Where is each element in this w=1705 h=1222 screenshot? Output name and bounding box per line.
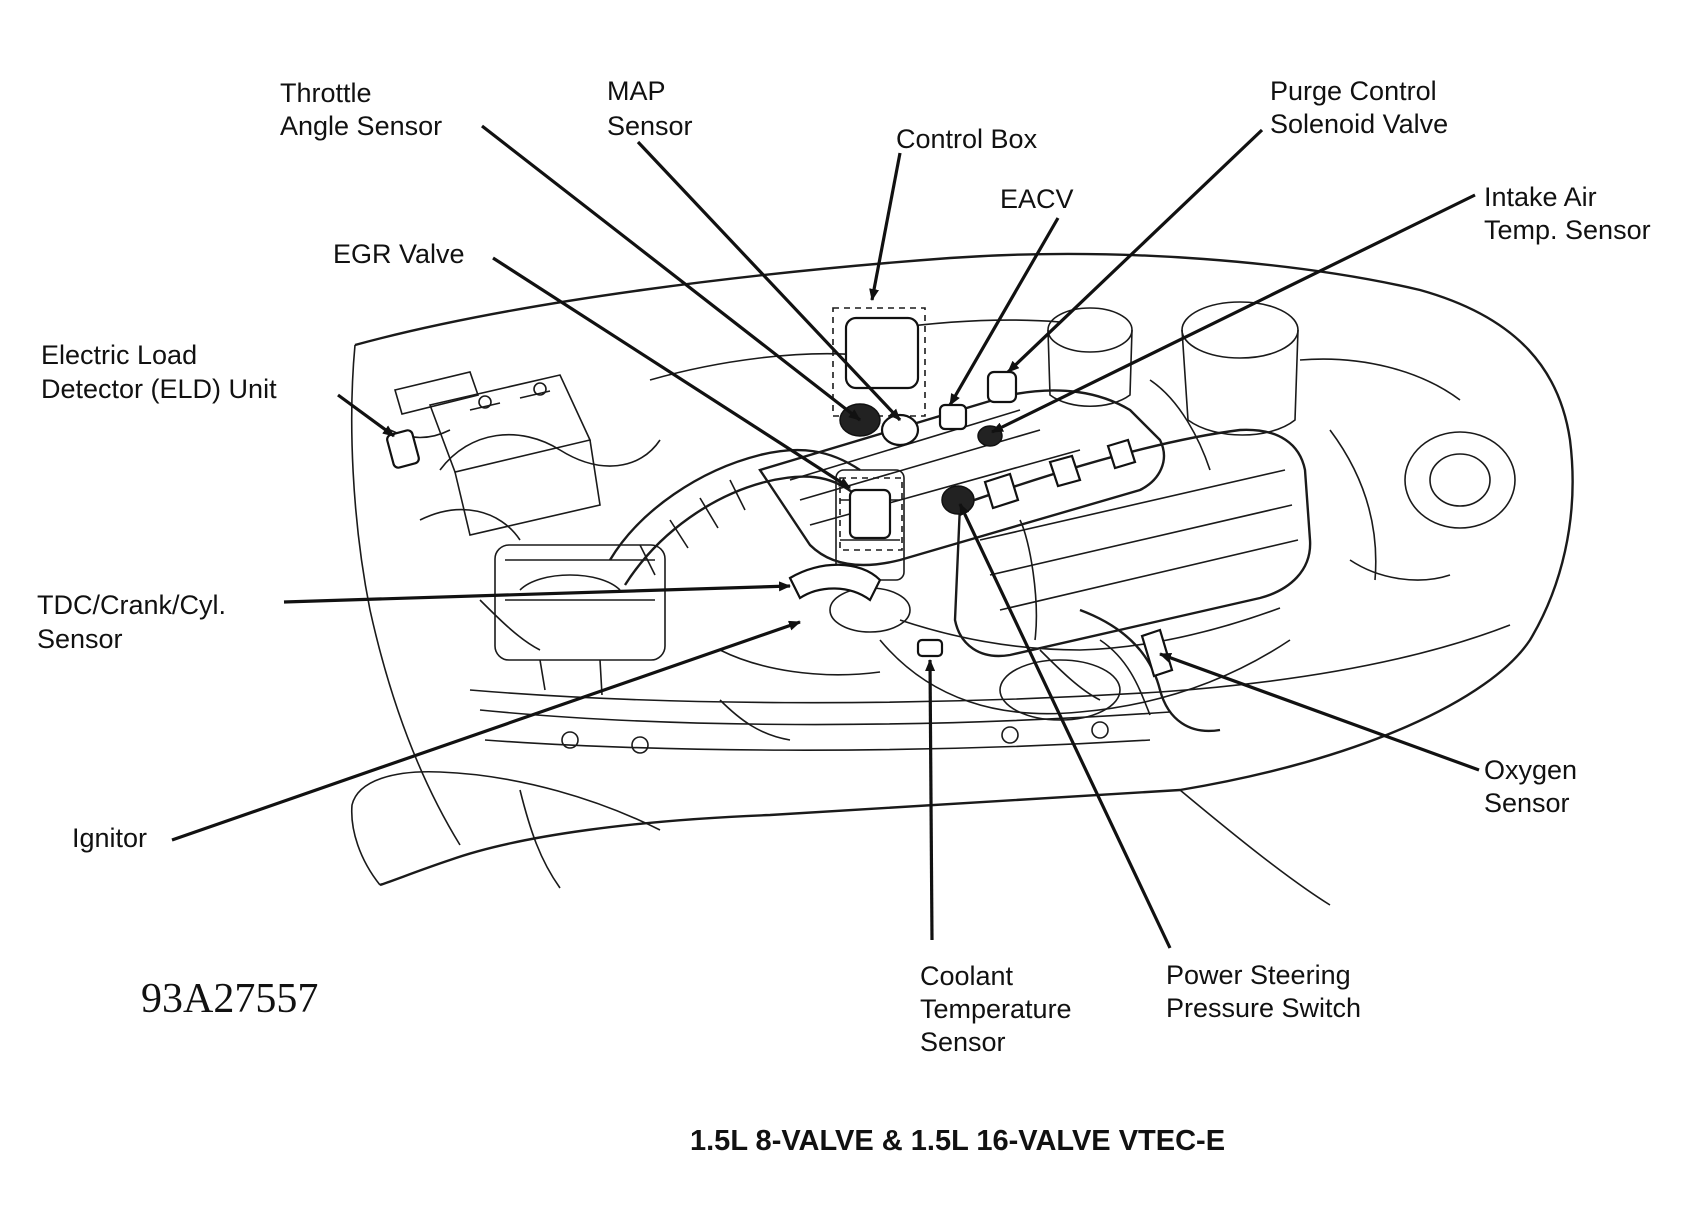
leader-intake-air-temp-sensor bbox=[991, 193, 1476, 434]
label-oxygen-sensor: Oxygen Sensor bbox=[1484, 755, 1585, 818]
label-ignitor: Ignitor bbox=[72, 823, 147, 853]
label-map-sensor: MAP Sensor bbox=[607, 76, 693, 141]
oxygen-sensor-part bbox=[1140, 628, 1174, 678]
label-coolant-temperature-sensor: Coolant Temperature Sensor bbox=[920, 961, 1079, 1057]
injector-2 bbox=[1048, 454, 1082, 488]
leader-eld-unit bbox=[337, 393, 395, 438]
leader-oxygen-sensor bbox=[1159, 652, 1480, 772]
component-labels: Throttle Angle Sensor MAP Sensor Control… bbox=[37, 76, 1651, 1157]
purge-control-solenoid-part bbox=[986, 370, 1018, 404]
label-purge-control-solenoid-valve: Purge Control Solenoid Valve bbox=[1270, 76, 1448, 139]
injector-1 bbox=[983, 472, 1020, 510]
figure-code: 93A27557 bbox=[141, 976, 318, 1022]
leader-throttle-angle-sensor bbox=[481, 124, 861, 422]
leader-lines bbox=[171, 124, 1480, 949]
diagram-caption: 1.5L 8-VALVE & 1.5L 16-VALVE VTEC-E bbox=[690, 1125, 1225, 1157]
engine-bay-illustration bbox=[350, 252, 1574, 906]
power-steering-switch-part bbox=[941, 485, 975, 515]
control-box-part bbox=[844, 316, 920, 390]
label-egr-valve: EGR Valve bbox=[333, 239, 465, 269]
injector-3 bbox=[1106, 438, 1137, 470]
eacv-part bbox=[938, 403, 968, 431]
leader-purge-control-solenoid bbox=[1006, 128, 1264, 374]
leader-control-box bbox=[869, 152, 902, 301]
egr-valve-part bbox=[848, 488, 892, 540]
leader-coolant-temperature-sensor bbox=[925, 659, 936, 941]
label-power-steering-pressure-switch: Power Steering Pressure Switch bbox=[1166, 960, 1361, 1023]
leader-power-steering-switch bbox=[958, 503, 1172, 949]
leader-egr-valve bbox=[492, 256, 851, 490]
leader-map-sensor bbox=[636, 140, 902, 422]
leader-eacv bbox=[948, 217, 1060, 406]
eld-unit-part bbox=[386, 429, 420, 469]
ignitor-part bbox=[788, 563, 882, 602]
coolant-sensor-part bbox=[916, 638, 944, 658]
label-intake-air-temp-sensor: Intake Air Temp. Sensor bbox=[1484, 182, 1651, 245]
label-throttle-angle-sensor: Throttle Angle Sensor bbox=[280, 78, 442, 141]
leader-ignitor bbox=[171, 620, 801, 842]
label-eld-unit: Electric Load Detector (ELD) Unit bbox=[41, 340, 277, 404]
leader-tdc-crank-cyl-sensor bbox=[283, 581, 791, 604]
label-tdc-crank-cyl-sensor: TDC/Crank/Cyl. Sensor bbox=[37, 590, 234, 654]
label-eacv: EACV bbox=[1000, 184, 1074, 214]
label-control-box: Control Box bbox=[896, 124, 1038, 154]
